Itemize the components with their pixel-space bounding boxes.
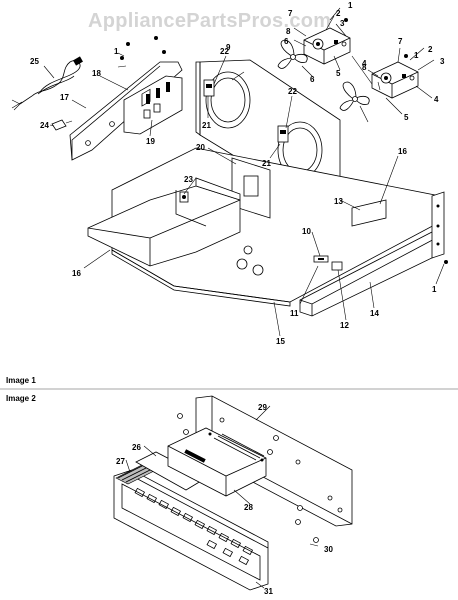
callout-21: 21 bbox=[262, 159, 271, 168]
callout-12: 12 bbox=[340, 321, 349, 330]
callout-29: 29 bbox=[258, 403, 267, 412]
terminal-block bbox=[313, 255, 343, 271]
screws bbox=[120, 18, 448, 264]
callout-8: 8 bbox=[362, 63, 367, 72]
callout-7: 7 bbox=[288, 9, 293, 18]
callout-22: 22 bbox=[288, 87, 297, 96]
callout-1: 1 bbox=[432, 285, 437, 294]
callout-11: 11 bbox=[290, 309, 299, 318]
callout-4: 4 bbox=[362, 59, 367, 68]
leader-lines bbox=[43, 7, 445, 337]
callout-15: 15 bbox=[276, 337, 285, 346]
callout-30: 30 bbox=[324, 545, 333, 554]
callout-16: 16 bbox=[398, 147, 407, 156]
callout-3: 3 bbox=[440, 57, 445, 66]
callout-5: 5 bbox=[404, 113, 409, 122]
fan-motor-1 bbox=[303, 27, 351, 65]
fan-opening-left bbox=[205, 71, 251, 129]
callout-6: 6 bbox=[310, 75, 315, 84]
image-1-label: Image 1 bbox=[6, 376, 36, 385]
image-2-label: Image 2 bbox=[6, 394, 36, 403]
callout-13: 13 bbox=[334, 197, 343, 206]
callout-3: 3 bbox=[340, 19, 345, 28]
fan-motor-2 bbox=[371, 61, 419, 99]
right-bracket bbox=[351, 199, 387, 227]
callout-5: 5 bbox=[336, 69, 341, 78]
callout-27: 27 bbox=[116, 457, 125, 466]
thermal-switch bbox=[179, 191, 189, 203]
callout-1: 1 bbox=[414, 51, 419, 60]
watermark: AppliancePartsPros.com bbox=[88, 10, 331, 32]
callout-25: 25 bbox=[30, 57, 39, 66]
callout-19: 19 bbox=[146, 137, 155, 146]
power-cord bbox=[11, 56, 83, 111]
fan-blade-1 bbox=[277, 39, 308, 69]
callout-1: 1 bbox=[348, 1, 353, 10]
callout-14: 14 bbox=[370, 309, 379, 318]
panel-screws bbox=[177, 413, 319, 543]
callout-2: 2 bbox=[336, 9, 341, 18]
control-board bbox=[167, 427, 267, 497]
callout-10: 10 bbox=[302, 227, 311, 236]
callout-17: 17 bbox=[60, 93, 69, 102]
callout-31: 31 bbox=[264, 587, 273, 596]
callout-8: 8 bbox=[286, 27, 291, 36]
fan-blade-2 bbox=[339, 81, 370, 111]
image-1-assembly: 1 2 3 7 8 6 6 5 4 7 2 3 4 5 8 1 9 1 25 1… bbox=[11, 1, 448, 346]
callout-1: 1 bbox=[114, 47, 119, 56]
image-2-leader-lines bbox=[125, 405, 319, 589]
callout-21: 21 bbox=[202, 121, 211, 130]
vent-duct bbox=[87, 185, 241, 267]
callout-9: 9 bbox=[226, 43, 231, 52]
callout-26: 26 bbox=[132, 443, 141, 452]
wire-connector bbox=[51, 119, 73, 131]
callout-16: 16 bbox=[72, 269, 81, 278]
callout-7: 7 bbox=[398, 37, 403, 46]
callout-23: 23 bbox=[184, 175, 193, 184]
callout-20: 20 bbox=[196, 143, 205, 152]
callout-4: 4 bbox=[434, 95, 439, 104]
image-2-assembly: 29 26 27 28 30 31 1 bbox=[113, 395, 353, 596]
callout-24: 24 bbox=[40, 121, 49, 130]
callout-6: 6 bbox=[284, 37, 289, 46]
callout-2: 2 bbox=[428, 45, 433, 54]
front-panel-buttons bbox=[134, 487, 254, 566]
callout-18: 18 bbox=[92, 69, 101, 78]
callout-28: 28 bbox=[244, 503, 253, 512]
callout-22: 22 bbox=[220, 47, 229, 56]
